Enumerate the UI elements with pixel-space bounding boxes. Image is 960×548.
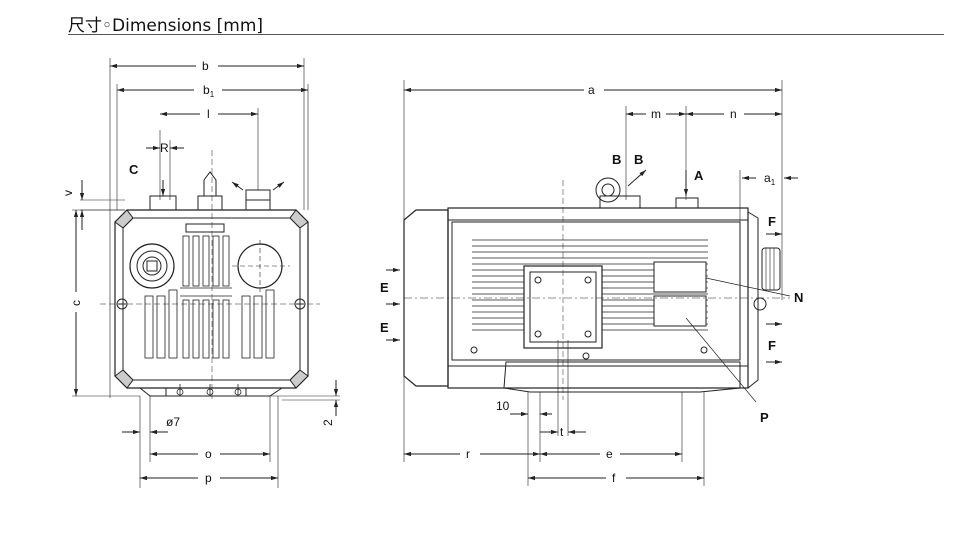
callout-A: A	[694, 168, 704, 183]
callout-B1: B	[612, 152, 621, 167]
dim-diameter-label: ø7	[166, 415, 180, 429]
dim-o-label: o	[205, 447, 212, 461]
dim-a-label: a	[588, 83, 595, 97]
callout-F2: F	[768, 338, 776, 353]
page-title: 尺寸◦Dimensions [mm]	[68, 16, 264, 36]
callout-E2: E	[380, 320, 389, 335]
callout-E1: E	[380, 280, 389, 295]
page-header: 尺寸◦Dimensions [mm]	[68, 8, 944, 36]
callout-F1: F	[768, 214, 776, 229]
dim-m-label: m	[651, 107, 661, 121]
dim-l-label: l	[207, 107, 210, 121]
dim-10-label: 10	[496, 399, 510, 413]
dim-p-label: p	[205, 471, 212, 485]
dim-r-label: r	[466, 447, 470, 461]
dim-t-label: t	[560, 425, 564, 439]
dim-2-label: 2	[321, 419, 335, 426]
dim-f-label: f	[612, 471, 616, 485]
dim-R-label: R	[160, 141, 169, 155]
callout-C: C	[129, 162, 139, 177]
dim-b1-label: b1	[203, 83, 215, 99]
front-housing	[114, 209, 309, 389]
callout-P: P	[760, 410, 769, 425]
dim-e-label: e	[606, 447, 613, 461]
dim-c-label: c	[69, 300, 83, 306]
callout-N: N	[794, 290, 803, 305]
dim-n-label: n	[730, 107, 737, 121]
dim-v-label: v	[61, 190, 75, 196]
callout-B2: B	[634, 152, 643, 167]
side-view	[386, 80, 798, 486]
front-view	[72, 58, 340, 488]
dim-a1-label: a1	[764, 171, 776, 187]
dim-b-label: b	[202, 59, 209, 73]
